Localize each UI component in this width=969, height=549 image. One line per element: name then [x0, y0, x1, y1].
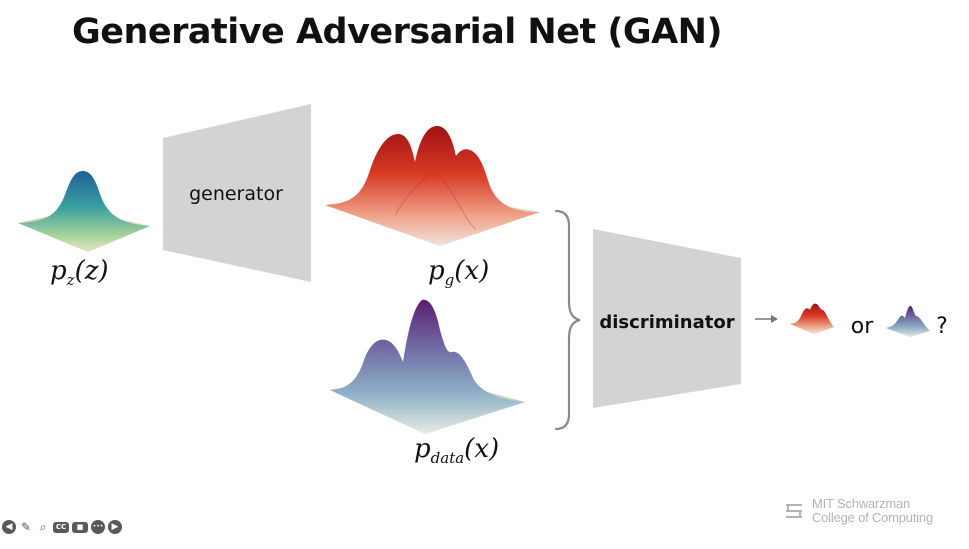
output-arrow-icon	[755, 315, 778, 323]
captions-button[interactable]: CC	[53, 521, 69, 533]
discriminator-label: discriminator	[599, 312, 734, 333]
player-controls: ◀ ✎ ⌕ CC ■ ••• ▶	[2, 520, 122, 534]
more-options-button[interactable]: •••	[91, 520, 105, 534]
input-brace	[554, 209, 581, 431]
generator-label: generator	[189, 183, 283, 205]
zoom-button[interactable]: ⌕	[36, 520, 50, 534]
pencil-icon: ✎	[20, 520, 32, 534]
question-mark-text: ?	[936, 314, 948, 339]
noise-distribution-surface	[18, 171, 150, 252]
or-text: or	[851, 314, 874, 339]
camera-icon: ■	[76, 523, 84, 531]
pz-label: pz(z)	[50, 256, 109, 289]
slide-title: Generative Adversarial Net (GAN)	[72, 12, 722, 52]
pg-label: pg(x)	[428, 256, 489, 289]
pen-tool-button[interactable]: ✎	[19, 520, 33, 534]
cc-icon: CC	[55, 523, 67, 531]
previous-slide-button[interactable]: ◀	[2, 520, 16, 534]
camera-button[interactable]: ■	[72, 521, 88, 533]
ellipsis-icon: •••	[92, 523, 104, 530]
discriminator-block	[593, 229, 741, 408]
arrow-left-icon: ◀	[5, 522, 13, 532]
mit-logo-icon	[785, 504, 802, 518]
generator-block	[163, 104, 311, 282]
generated-distribution-surface	[325, 126, 540, 246]
institution-watermark: MIT Schwarzman College of Computing	[784, 497, 933, 525]
mini-generated-distribution-icon	[790, 303, 834, 334]
next-slide-button[interactable]: ▶	[108, 520, 122, 534]
watermark-line-2: College of Computing	[811, 510, 933, 525]
arrow-right-icon: ▶	[111, 522, 119, 532]
pdata-label: pdata(x)	[414, 434, 499, 467]
real-data-distribution-surface	[330, 299, 525, 434]
mini-real-distribution-icon	[886, 305, 930, 337]
magnifier-icon: ⌕	[39, 520, 47, 534]
watermark-line-1: MIT Schwarzman	[811, 496, 911, 511]
